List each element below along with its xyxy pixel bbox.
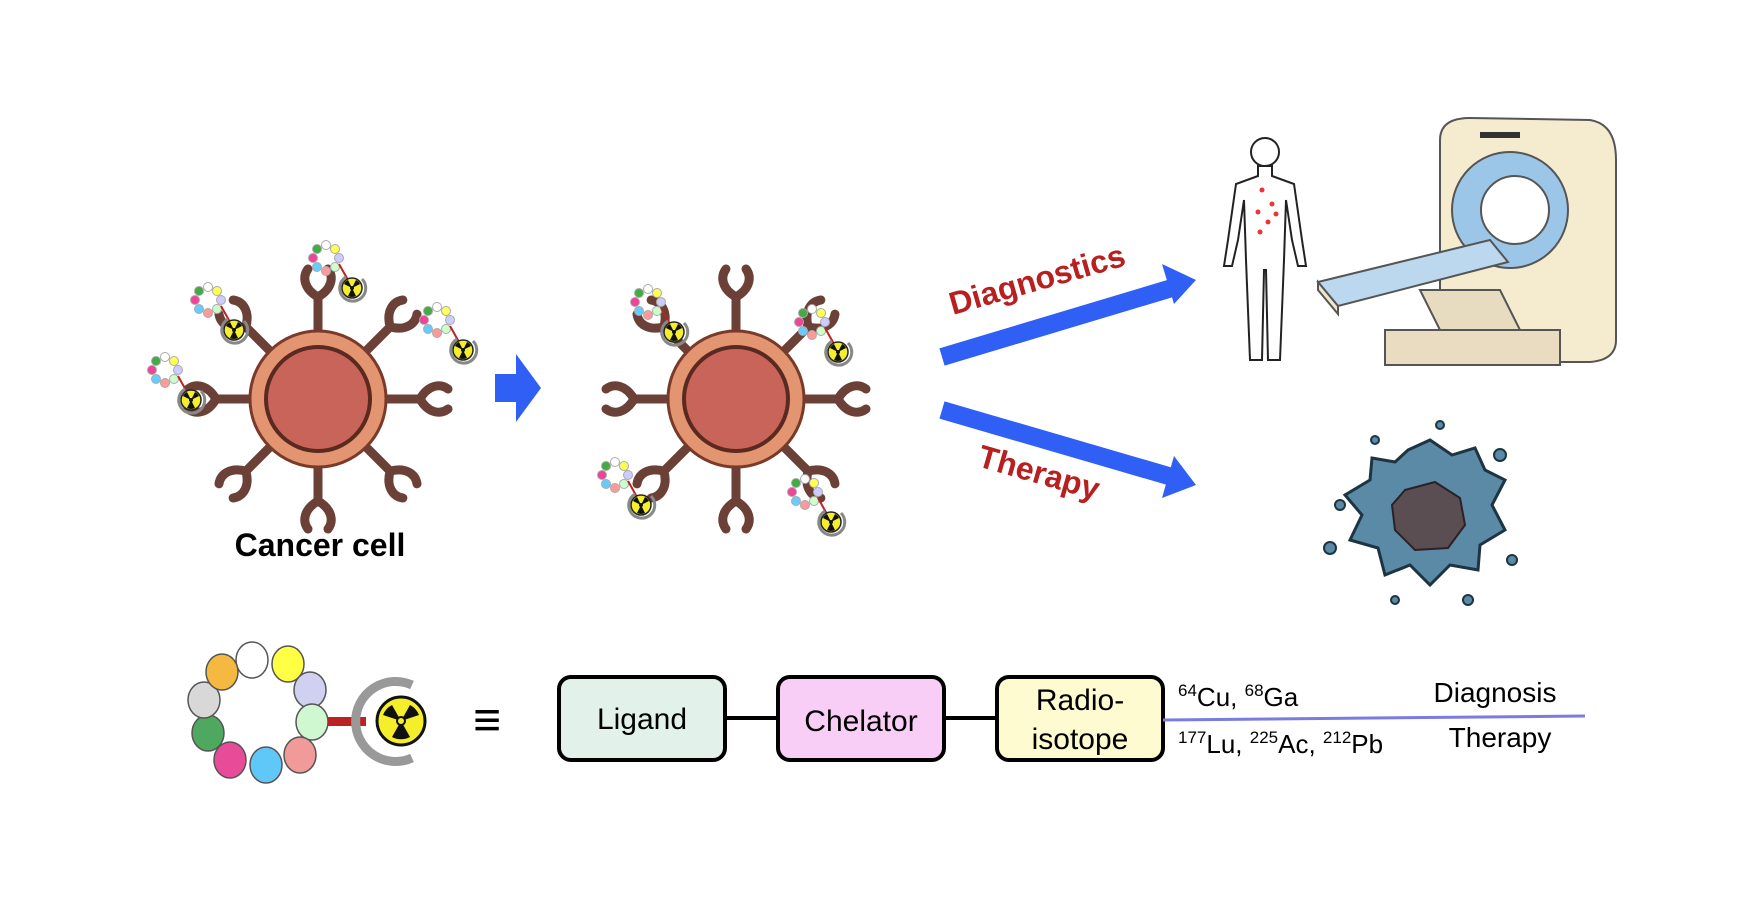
chelator-radiation-icon: [351, 677, 427, 766]
free-radioligand: [420, 303, 477, 364]
diagnosis-label: Diagnosis: [1434, 677, 1557, 708]
chelator-box: Chelator: [776, 675, 946, 762]
equivalent-symbol: ≡: [473, 694, 501, 747]
svg-text:Chelator: Chelator: [804, 705, 917, 738]
svg-text:Ligand: Ligand: [597, 703, 687, 736]
destroyed-tumor-icon: [1323, 420, 1518, 606]
radioisotope-box: Radio- isotope: [995, 675, 1165, 762]
cancer-cell-bound: [598, 269, 867, 535]
cancer-cell-label: Cancer cell: [235, 527, 406, 563]
peptide-ring-icon: [187, 641, 366, 784]
therapy-arrow: [939, 401, 1196, 498]
free-radioligand: [191, 283, 248, 344]
human-body-icon: [1222, 137, 1308, 361]
bound-radioligand: [598, 458, 655, 519]
bound-radioligand: [795, 305, 852, 366]
bound-radioligand: [631, 285, 688, 346]
therapeutic-isotopes: 177Lu, 225Ac, 212Pb: [1178, 728, 1383, 759]
step-arrow: [495, 354, 541, 422]
ct-scanner-icon: [1316, 116, 1617, 366]
therapy-label: Therapy: [1449, 722, 1552, 753]
svg-text:Radio-: Radio-: [1036, 684, 1124, 717]
cancer-cell-unbound: [148, 241, 477, 530]
svg-text:isotope: isotope: [1032, 723, 1129, 756]
diagnostic-isotopes: 64Cu, 68Ga: [1178, 681, 1299, 712]
diagnosis-therapy-divider: [1162, 714, 1586, 722]
ligand-box: Ligand: [557, 675, 727, 762]
diagnostics-arrow: [939, 264, 1196, 366]
